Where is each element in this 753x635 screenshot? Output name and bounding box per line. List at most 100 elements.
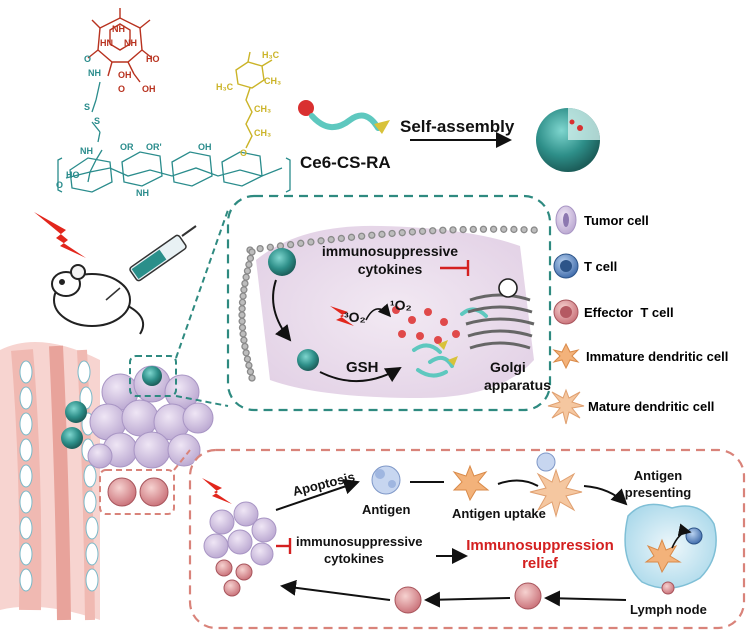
mouse-icon <box>51 264 144 335</box>
legend-tcell-icon <box>553 253 579 279</box>
oh3-label: OH <box>198 142 212 152</box>
effector-cells-in-tumor <box>107 477 169 507</box>
membrane-lipid <box>449 226 457 234</box>
lymph-node-label: Lymph node <box>630 602 707 617</box>
ch3-2-label: CH₃ <box>254 104 271 114</box>
membrane-lipid <box>240 336 248 344</box>
membrane-lipid <box>245 361 253 370</box>
lightning-icon <box>34 212 86 258</box>
membrane-lipid <box>388 229 396 238</box>
membrane-lipid <box>500 225 508 233</box>
membrane-lipid <box>510 225 518 234</box>
zoom-line-bottom <box>175 395 229 407</box>
legend-mature-dc-icon <box>547 388 585 425</box>
golgi-apparatus <box>465 293 535 350</box>
panel-lightning-icon <box>330 306 354 326</box>
h3c2-label: H₃C <box>262 50 280 60</box>
membrane-lipid <box>238 305 246 313</box>
legend-immature-label: Immature dendritic cell <box>586 349 728 364</box>
apoptosis-arrow <box>275 478 360 511</box>
panel-cytokines-line2: cytokines <box>358 261 423 277</box>
return-arrow-2 <box>424 591 511 608</box>
legend-mature-label: Mature dendritic cell <box>588 399 714 414</box>
nh2-label: NH <box>124 38 137 48</box>
lymph-node <box>624 503 717 595</box>
membrane-lipid <box>479 225 488 233</box>
triplet-oxygen-label: ³O₂ <box>344 309 366 325</box>
membrane-lipid <box>489 225 498 233</box>
membrane-lipid <box>530 226 538 234</box>
singlet-oxygen-dots <box>392 306 460 344</box>
o-left-label: O <box>56 180 63 190</box>
chitosan-backbone <box>57 81 291 193</box>
syringe-icon <box>105 225 197 301</box>
vessel-nanoparticles <box>61 401 87 449</box>
immune-panel <box>188 448 746 630</box>
ho-label: HO <box>146 54 160 64</box>
o-amide-label: O <box>84 54 91 64</box>
membrane-lipid <box>246 368 255 376</box>
mature-dc-bottom <box>529 452 583 518</box>
membrane-lipid <box>520 226 528 234</box>
membrane-lipid <box>469 225 477 234</box>
nanoparticle-large <box>536 108 600 172</box>
nh-b-label: NH <box>136 188 149 198</box>
panel-nanoparticles <box>268 248 319 371</box>
membrane-lipid <box>243 267 252 275</box>
retinoic-acid-chain <box>235 51 273 149</box>
legend-effector-label: Effector T cell <box>584 305 674 320</box>
membrane-lipid <box>398 229 406 237</box>
membrane-lipid <box>238 298 247 307</box>
membrane-lipid <box>418 227 427 235</box>
oxygen-arrow <box>365 303 392 321</box>
oh2-label: OH <box>142 84 156 94</box>
antigen-presenting-line1: Antigen <box>634 468 682 483</box>
membrane-lipid <box>240 286 248 294</box>
golgi-label-line1: Golgi <box>490 359 526 375</box>
nh-a-label: NH <box>80 146 93 156</box>
legend-effector-icon <box>553 299 579 325</box>
membrane-lipid <box>347 233 356 241</box>
membrane-lipid <box>241 342 249 351</box>
legend-tumor-label: Tumor cell <box>584 213 649 228</box>
endocytosis-arrow <box>272 279 292 342</box>
oh1-label: OH <box>118 70 132 80</box>
membrane-lipid <box>248 374 256 382</box>
inhibition-marker-panel <box>440 260 470 276</box>
membrane-lipid <box>439 226 447 234</box>
legend-immature-dc-icon <box>552 342 580 370</box>
membrane-lipid <box>239 330 247 338</box>
ho-ring-label: HO <box>66 170 80 180</box>
membrane-lipid <box>238 323 247 332</box>
zoom-line-top <box>175 209 229 359</box>
zoom-line-effector <box>173 449 191 471</box>
hn-label: HN <box>100 38 113 48</box>
self-assembly-label: Self-assembly <box>400 117 515 136</box>
bottom-tumor-cluster <box>203 501 277 566</box>
antigen-label: Antigen <box>362 502 410 517</box>
presenting-arrow <box>583 485 628 506</box>
structure-labels: NH HN NH HO OH OH O NH O S S OR OR' OH N… <box>56 24 281 202</box>
membrane-lipid <box>241 279 249 288</box>
golgi-vesicle <box>498 278 518 298</box>
ch3-1-label: CH₃ <box>264 76 281 86</box>
membrane-lipid <box>266 243 274 251</box>
legend-tcell-label: T cell <box>584 259 617 274</box>
or2-label: OR' <box>146 142 162 152</box>
antigen-presenting-line2: presenting <box>625 485 692 500</box>
membrane-lipid <box>408 228 417 236</box>
membrane-lipid <box>242 349 250 357</box>
gsh-arrow <box>319 366 402 383</box>
s2-label: S <box>94 116 100 126</box>
membrane-lipid <box>327 235 335 244</box>
or1-label: OR <box>120 142 134 152</box>
ce6-cs-ra-molecule-icon <box>298 100 390 134</box>
membrane-lipid <box>337 234 346 243</box>
membrane-lipid <box>378 230 386 238</box>
nh1-label: NH <box>112 24 125 34</box>
nh-linker-label: NH <box>88 68 101 78</box>
antigen-uptake-label: Antigen uptake <box>452 506 546 521</box>
membrane-lipid <box>245 260 253 269</box>
legend-tumor-icon <box>555 205 577 235</box>
bottom-cytokines-line2: cytokines <box>324 551 384 566</box>
